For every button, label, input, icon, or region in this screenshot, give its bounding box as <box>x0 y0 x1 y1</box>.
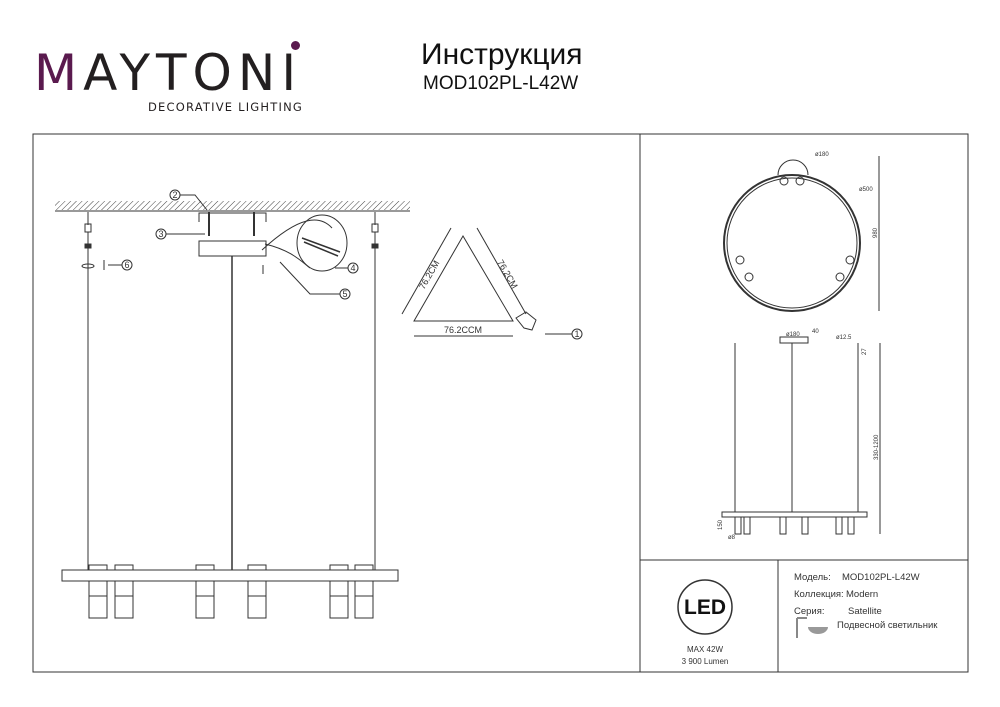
brand-tagline: DECORATIVE LIGHTING <box>148 100 303 114</box>
dim-right: 76.2CM <box>495 258 519 290</box>
brand-logo: MAYTONI <box>34 44 303 102</box>
dim-bottom: 76.2CCM <box>444 325 482 335</box>
mounting-bracket <box>198 212 267 222</box>
pendant-icon <box>808 627 828 634</box>
callout-3: 3 <box>158 229 163 239</box>
wire-anchor-right <box>371 212 379 249</box>
dim-label: ø500 <box>859 187 873 193</box>
callout-1: 1 <box>574 329 579 339</box>
led-badge <box>677 579 733 635</box>
light-bar <box>61 569 399 582</box>
dim-label: ø180 <box>815 152 829 158</box>
page-title: Инструкция <box>421 38 583 71</box>
led-text: LED <box>684 596 726 619</box>
series-label: Серия: <box>794 606 825 617</box>
callout-5: 5 <box>342 289 347 299</box>
logo-dot <box>291 41 300 50</box>
dim-label: 150 <box>718 519 724 530</box>
series-value: Satellite <box>848 606 882 617</box>
dim-label: ø12.5 <box>836 335 852 341</box>
canopy <box>198 240 267 257</box>
dim-label: 27 <box>862 348 868 355</box>
callout-4: 4 <box>350 263 355 273</box>
collection-label: Коллекция: <box>794 589 844 600</box>
dim-label: ø180 <box>786 332 800 338</box>
callout-6: 6 <box>124 260 129 270</box>
collection-value: Modern <box>846 589 878 600</box>
connector-detail <box>515 311 537 331</box>
model-value: MOD102PL-L42W <box>842 572 920 583</box>
wiring-detail <box>296 214 348 272</box>
model-heading: MOD102PL-L42W <box>423 73 579 94</box>
dim-left: 76.2CM <box>417 259 441 291</box>
outer-frame <box>32 133 969 673</box>
bar-side <box>721 511 868 518</box>
spotlights <box>88 564 374 619</box>
max-power: MAX 42W <box>687 645 723 654</box>
callout-2: 2 <box>172 190 177 200</box>
dim-label: 330-1200 <box>874 434 880 460</box>
ceiling-hatch <box>55 201 410 210</box>
dim-label: ø8 <box>728 535 736 541</box>
canopy-side <box>779 336 809 344</box>
model-label: Модель: <box>794 572 831 583</box>
dim-label: 40 <box>812 329 819 335</box>
canopy-top <box>777 159 809 176</box>
luminaire-type: Подвесной светильник <box>837 620 938 631</box>
ring-top-view <box>723 174 861 312</box>
lumen: 3 900 Lumen <box>682 657 729 666</box>
dim-label: 980 <box>873 227 879 238</box>
